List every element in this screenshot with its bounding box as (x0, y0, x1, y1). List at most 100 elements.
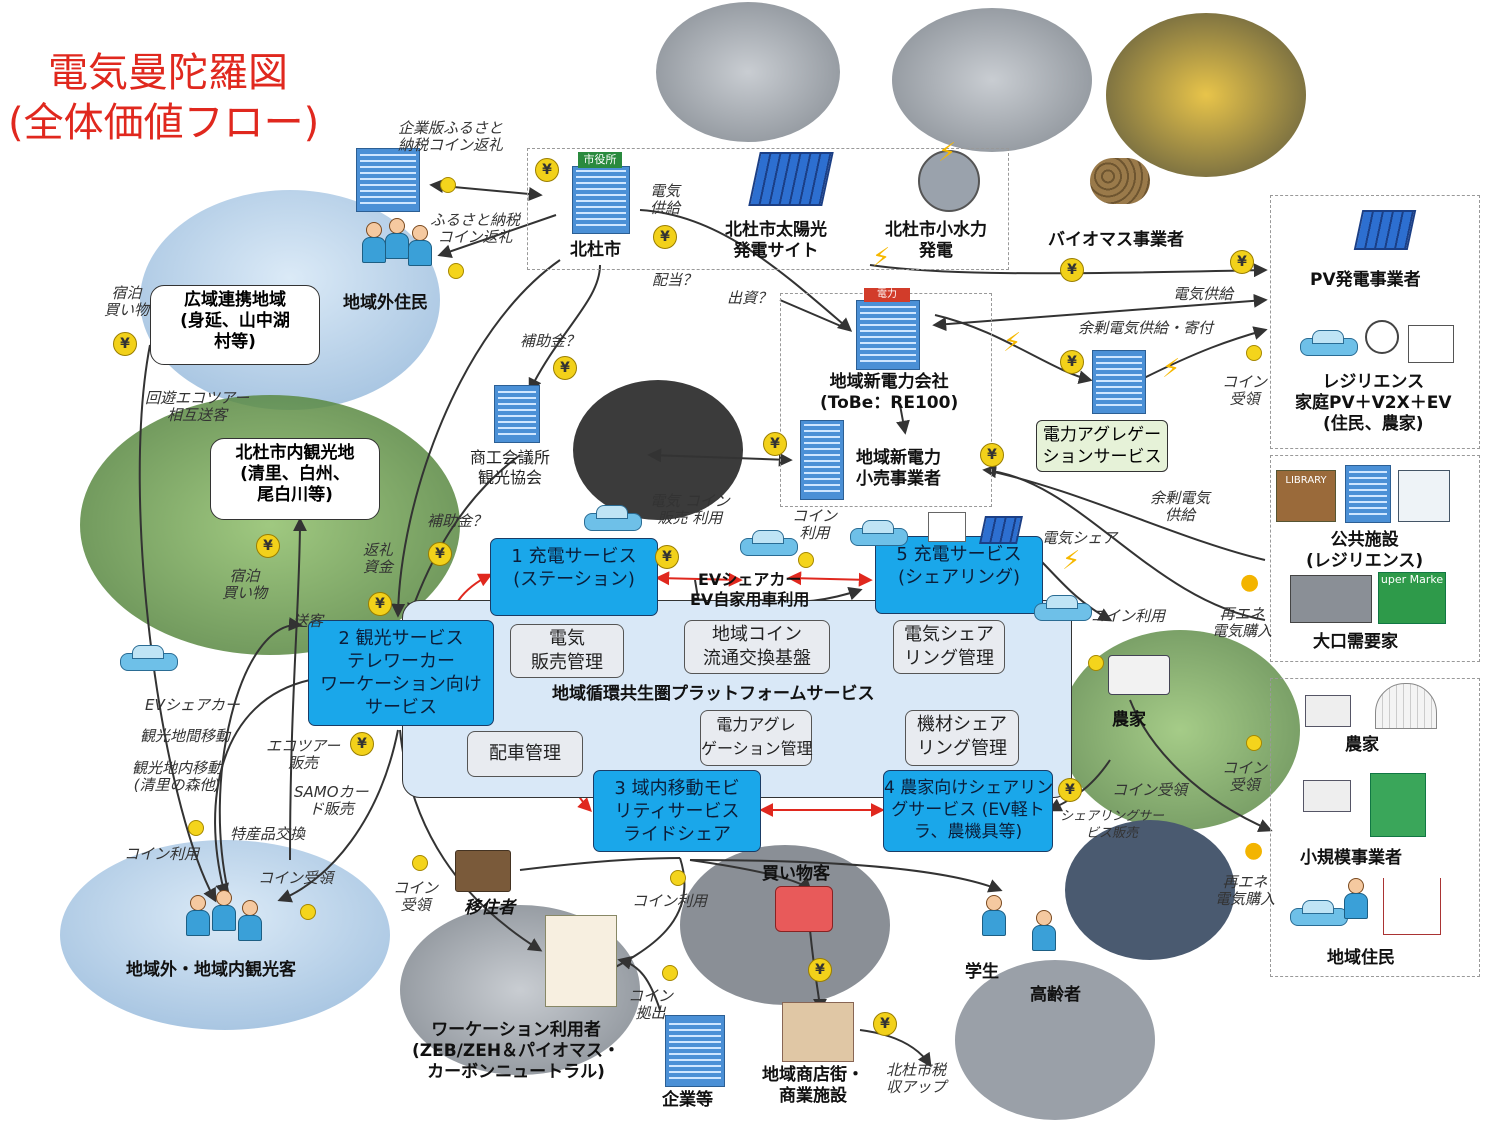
label-investment: 出資？ (727, 289, 773, 307)
coin-icon-8 (300, 904, 316, 920)
node-resilience: レジリエンス 家庭PV＋V2X＋EV (住民、農家) (1295, 372, 1452, 434)
label-stay-1: 宿泊 買い物 (104, 284, 150, 319)
node-student: 学生 (965, 962, 999, 982)
label-coin-use-3: コイン利用 (124, 845, 200, 863)
shopping-street-icon (782, 1002, 854, 1062)
shop-icon (1370, 773, 1426, 837)
house-icon (1408, 325, 1454, 363)
left-ev-share-car-icon (120, 645, 178, 675)
node-migrants: 移住者 (464, 898, 515, 918)
family-icon-2 (383, 218, 409, 259)
yen-coin-icon-3: ¥ (553, 356, 577, 380)
label-coin-use-2: コイン利用 (1090, 607, 1166, 625)
service-4-farm-sharing: 4 農家向けシェアリン グサービス (EV軽ト ラ、農機具等) (883, 770, 1053, 852)
label-sights-move: 観光地間移動 (140, 727, 231, 745)
node-public-facility: 公共施設 (レジリエンス) (1306, 530, 1424, 571)
label-coin-receive-5: コイン 受領 (393, 879, 439, 914)
node-hokuto-city: 北杜市 (570, 240, 621, 260)
label-surplus-2: 余剰電気 供給 (1150, 489, 1211, 524)
photo-biomass-boilers (1106, 13, 1306, 177)
node-shoppers: 買い物客 (762, 864, 830, 884)
label-coin-receive-4: コイン受領 (258, 869, 334, 887)
service-5-charging-sharing: 5 充電サービス (シェアリング) (875, 536, 1043, 614)
node-companies: 企業等 (662, 1090, 713, 1110)
city-hall-sign: 市役所 (578, 152, 622, 168)
label-coin-receive-2: コイン 受領 (1222, 759, 1268, 794)
yen-coin-icon-10: ¥ (428, 542, 452, 566)
yen-coin-icon-9: ¥ (980, 443, 1004, 467)
module-coin-exchange: 地域コイン 流通交換基盤 (684, 620, 830, 674)
node-workation-users: ワーケーション利用者 (ZEB/ZEH＆パイオマス・ カーボンニュートラル) (412, 1020, 621, 1082)
label-power-share: 電気シェア (1042, 529, 1118, 547)
shopper-car-icon (775, 886, 833, 932)
photo-mountain-town (60, 840, 390, 1030)
coin-icon (440, 177, 456, 193)
lightning-icon: ⚡ (872, 243, 891, 273)
farm-ev-icon (1034, 595, 1092, 625)
module-power-sharing: 電気シェア リング管理 (893, 620, 1005, 674)
label-power-supply-2: 電気供給 (1173, 285, 1234, 303)
label-ev-share: EVシェアカー EV自家用車利用 (690, 570, 810, 609)
yen-coin-icon-17: ¥ (873, 1012, 897, 1036)
migrant-house-icon (455, 850, 511, 892)
node-wide-area: 広域連携地域 (身延、山中湖 村等) (150, 285, 320, 365)
node-power-company: 地域新電力会社 (ToBe：RE100) (820, 372, 959, 413)
community-group (1270, 678, 1480, 977)
city-hall-icon: 市役所 (572, 152, 630, 234)
family-icon (360, 222, 386, 263)
node-farmer-mid: 農家 (1112, 710, 1146, 730)
tourist-icon-3 (236, 900, 262, 941)
photo-elderly-scooter (955, 960, 1155, 1120)
yen-coin-icon-15: ¥ (1058, 778, 1082, 802)
hospital-icon (1345, 465, 1391, 523)
supermarket-icon: uper Marke (1378, 572, 1446, 624)
retailer-building-icon (800, 420, 844, 500)
library-icon: LIBRARY (1276, 470, 1336, 522)
label-coin-pay: コイン 拠出 (628, 987, 674, 1022)
yen-coin-icon-5: ¥ (1060, 258, 1084, 282)
label-furusato: ふるさと納税 コイン返礼 (430, 211, 521, 246)
ev-share-car-icon-2 (850, 520, 908, 550)
yen-coin-icon-8: ¥ (763, 432, 787, 456)
coin-icon-6 (798, 552, 814, 568)
yen-coin-icon-7: ¥ (1060, 350, 1084, 374)
node-shoko: 商工会議所 観光協会 (470, 448, 551, 487)
share-solar-icon (979, 516, 1023, 544)
label-dividend: 配当？ (652, 271, 698, 289)
yen-coin-icon-6: ¥ (1230, 250, 1254, 274)
label-subsidy-1: 補助金？ (520, 332, 581, 350)
label-coin-use-4: コイン利用 (632, 892, 708, 910)
node-elderly: 高齢者 (1030, 985, 1081, 1005)
family-icon-3 (406, 225, 432, 266)
label-subsidy-2: 補助金？ (427, 512, 488, 530)
service-2-tourism: 2 観光サービス テレワーカー ワーケーション向け サービス (308, 620, 494, 726)
lightning-icon-4: ⚡ (1062, 546, 1081, 576)
diagram-title: 電気曼陀羅図 (48, 50, 288, 96)
ev-share-car-icon (740, 530, 798, 560)
module-equipment-sharing: 機材シェア リング管理 (905, 710, 1019, 766)
node-biomass: バイオマス事業者 (1048, 230, 1184, 250)
node-tourists: 地域外・地域内観光客 (126, 960, 296, 980)
label-sights-in: 観光地内移動 (清里の森他) (132, 759, 223, 794)
label-re-buy-1: 再エネ 電気購入 (1212, 605, 1273, 640)
coin-icon-10 (670, 870, 686, 886)
label-products: 特産品交換 (230, 825, 306, 843)
node-residents: 地域住民 (1327, 948, 1395, 968)
resident-car-icon (1290, 900, 1348, 930)
coin-icon-3 (1246, 345, 1262, 361)
delivery-truck-icon (1303, 780, 1351, 812)
cycle-icon (1365, 320, 1399, 354)
node-outside-residents: 地域外住民 (343, 293, 428, 313)
yen-coin-icon-11: ¥ (368, 592, 392, 616)
photo-solar-field (656, 2, 840, 142)
node-pv-operator: PV発電事業者 (1310, 270, 1421, 290)
module-power-sales: 電気 販売管理 (510, 624, 624, 678)
company-building-icon (665, 1015, 725, 1087)
truck-icon (1305, 695, 1351, 727)
charging-car-icon (584, 505, 642, 535)
node-hydro: 北杜市小水力 発電 (885, 220, 987, 261)
label-surplus-supply: 余剰電気供給・寄付 (1078, 319, 1214, 337)
label-coin-receive-1: コイン 受領 (1222, 373, 1268, 408)
tourist-icon (184, 895, 210, 936)
lightning-icon-2: ⚡ (1003, 328, 1022, 358)
